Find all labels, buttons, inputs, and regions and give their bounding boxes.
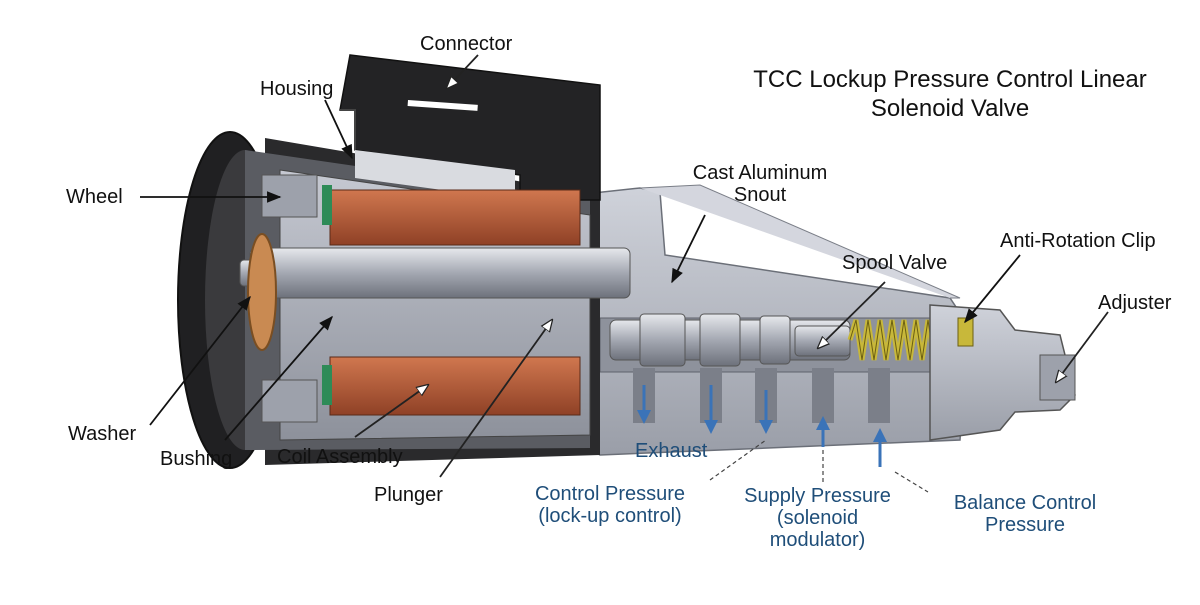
title-line-2: Solenoid Valve [870,95,1030,122]
label-balance-control-line-1: Balance Control [953,492,1097,514]
label-control-pressure-line-1: Control Pressure [534,483,686,505]
label-plunger: Plunger [374,484,443,506]
label-balance-control-line-2: Pressure [984,514,1066,536]
label-housing: Housing [260,78,334,100]
label-anti-rotation-clip: Anti-Rotation Clip [1000,230,1156,252]
label-supply-pressure-line-3: modulator) [769,529,866,551]
label-cast-aluminum-snout: Cast Aluminum Snout [675,162,845,206]
label-snout-line-1: Cast Aluminum [692,162,828,184]
coil-assembly [322,185,581,416]
label-wheel: Wheel [66,186,123,208]
label-balance-control-pressure: Balance Control Pressure [930,492,1120,536]
leader-lines [140,54,1109,478]
label-connector: Connector [420,33,513,55]
flow-leader-lines [709,439,929,493]
label-spool-valve: Spool Valve [842,252,948,274]
label-exhaust: Exhaust [635,440,708,462]
label-adjuster: Adjuster [1098,292,1172,314]
flow-arrows [637,385,887,467]
label-supply-pressure-line-1: Supply Pressure [744,485,891,507]
label-bushing: Bushing [160,448,233,470]
label-supply-pressure: Supply Pressure (solenoid modulator) [720,485,915,551]
label-supply-pressure-line-2: (solenoid [776,507,859,529]
plunger-shaft [239,247,631,299]
connector [339,54,601,201]
label-coil-assembly: Coil Assembly [277,446,403,468]
label-control-pressure: Control Pressure (lock-up control) [510,483,710,527]
label-washer: Washer [68,423,137,445]
spool-valve [609,313,851,367]
label-snout-line-2: Snout [733,184,787,206]
title-line-1: TCC Lockup Pressure Control Linear [753,66,1147,93]
washer-part [247,233,277,351]
end-cap [929,304,1076,441]
label-control-pressure-line-2: (lock-up control) [538,505,682,527]
diagram-title: TCC Lockup Pressure Control Linear Solen… [700,65,1200,123]
